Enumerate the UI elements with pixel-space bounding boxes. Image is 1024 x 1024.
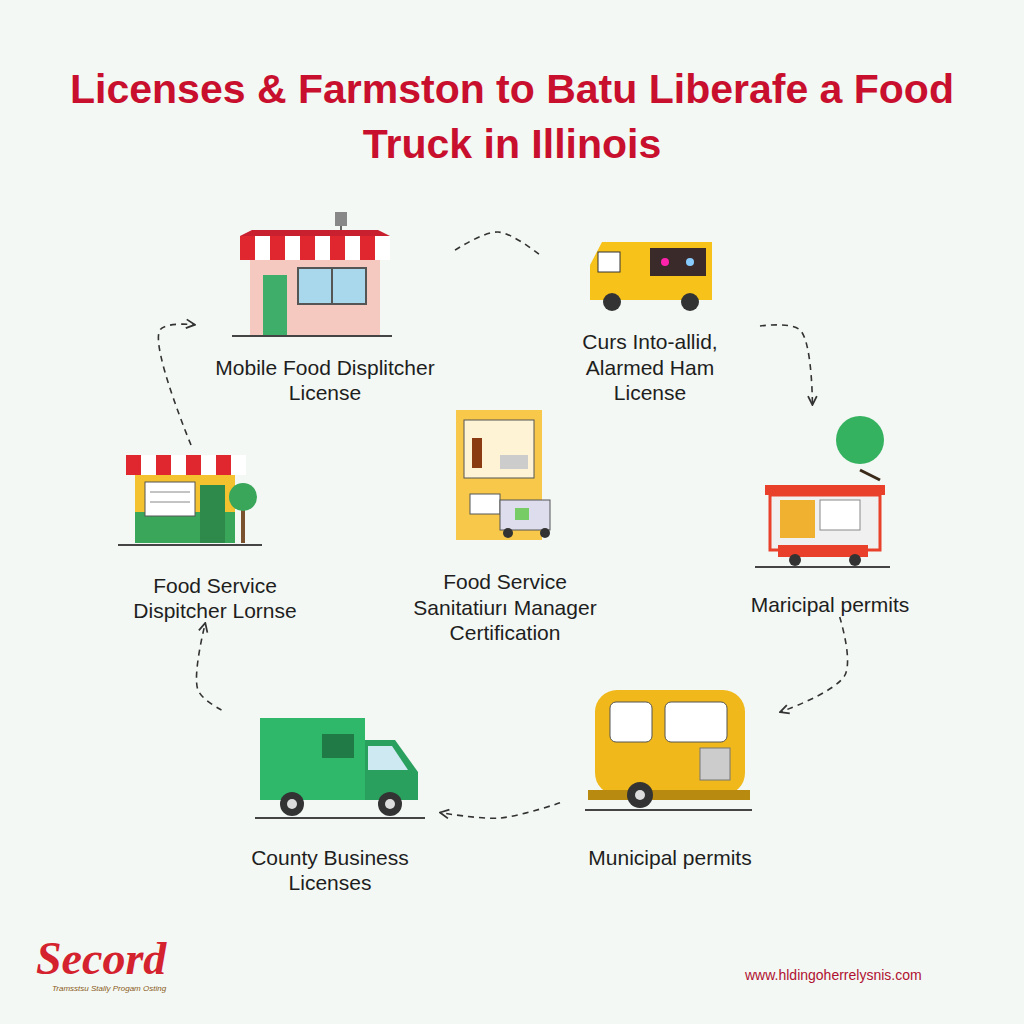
step-label: Mobile Food Displitcher License	[200, 355, 450, 405]
license-step: Food Service Dispitcher Lornse	[100, 445, 330, 623]
website-url: www.hldingoherrelysnis.com	[745, 967, 922, 983]
step-label: Food Service Dispitcher Lornse	[120, 573, 310, 623]
van-icon	[255, 718, 425, 818]
license-step: County Business Licenses	[220, 710, 440, 895]
dashed-arrow	[455, 232, 540, 255]
logo-tagline: Tramsstsu Stally Progam Osting	[52, 984, 166, 993]
step-label: County Business Licenses	[235, 845, 425, 895]
license-step: Municipal permits	[560, 680, 780, 870]
title: Licenses & Farmston to Batu Liberafe a F…	[20, 62, 1004, 171]
dashed-arrow	[780, 617, 848, 712]
step-label: Food Service Sanitatiurı Manager Certifi…	[405, 569, 605, 645]
shop-icon	[232, 212, 392, 336]
dashed-arrow	[440, 803, 560, 818]
kiosk-icon	[456, 410, 550, 540]
license-step: Maricipal permits	[720, 405, 940, 617]
logo-text: Secord	[36, 932, 166, 985]
truck-icon	[585, 690, 752, 810]
step-label: Municipal permits	[588, 845, 751, 870]
step-label: Maricipal permits	[751, 592, 910, 617]
license-step: Food Service Sanitatiurı Manager Certifi…	[385, 405, 625, 645]
van-icon	[590, 242, 712, 311]
dashed-arrow	[196, 623, 221, 710]
dashed-arrow	[760, 325, 812, 405]
dashed-arrow	[158, 324, 195, 445]
license-step: Mobile Food Displitcher License	[195, 205, 455, 405]
license-step: Curs Into-allid, Alarmed Ham License	[540, 225, 760, 405]
truck-icon	[755, 416, 890, 567]
shop-icon	[118, 455, 262, 545]
step-label: Curs Into-allid, Alarmed Ham License	[560, 329, 740, 405]
